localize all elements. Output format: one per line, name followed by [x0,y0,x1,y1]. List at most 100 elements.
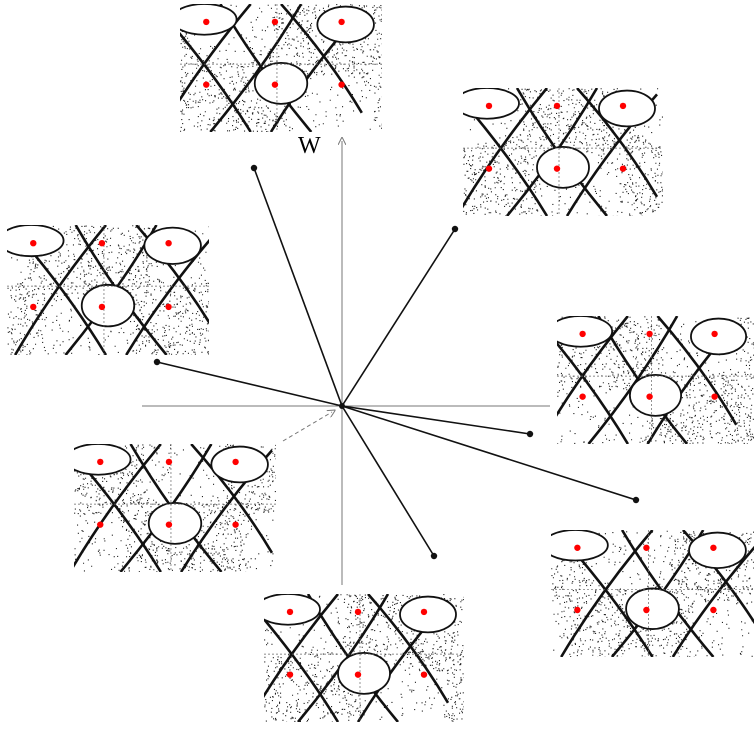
panel-2 [463,88,663,216]
red-point [643,544,650,551]
red-point [711,330,718,338]
red-point [420,608,428,616]
ray-line-1 [253,167,343,407]
red-point [643,606,650,614]
ray-endpoint-4 [526,430,534,438]
red-point [711,393,718,400]
ray-line-5 [341,405,637,501]
red-point [553,102,561,110]
ray-endpoint-1 [250,164,258,172]
panel-7 [264,594,464,722]
rays [153,164,640,560]
red-point [553,165,561,172]
island-lobe [147,501,203,545]
separatrix-band [576,88,659,198]
red-point [30,240,37,247]
ray-line-4 [341,405,531,435]
separatrix-band [557,316,629,417]
red-point [232,521,239,528]
separatrix-band [656,316,738,426]
red-point [286,671,294,678]
island-lobe [551,530,609,562]
red-point [286,608,294,616]
ray-endpoint-6 [430,552,438,560]
ray-line-2 [341,228,456,407]
red-point [574,544,581,551]
separatrix-band [264,617,340,722]
ray-endpoint-3 [153,358,161,366]
red-point [165,240,172,247]
island-lobe [536,145,590,189]
island-lobe [557,316,614,348]
red-point [579,330,586,338]
island-lobe [628,373,683,417]
red-point [574,606,581,614]
separatrix-band [560,530,654,657]
red-point [271,81,279,88]
red-point [98,303,106,311]
red-point [338,81,345,88]
separatrix-band [557,341,630,444]
red-point [354,671,362,678]
panel-6 [551,530,754,657]
red-point [203,81,210,88]
red-point [165,303,172,311]
red-point [710,544,717,551]
red-point [485,102,493,110]
island-lobe [253,61,309,105]
panel-1 [180,4,382,132]
w-axis-label: W [298,133,321,159]
red-point [485,165,493,172]
ray-line-3 [156,361,343,407]
red-point [420,671,428,678]
red-point [232,458,239,466]
separatrix-band [74,444,162,568]
center-point [339,403,345,409]
panel-3 [7,225,209,355]
red-point [710,606,717,614]
panel-4 [557,316,754,444]
island-lobe [316,5,375,44]
island-lobe [80,283,136,328]
red-point [338,18,345,26]
red-point [97,458,104,466]
island-lobe [688,531,747,569]
island-lobe [74,444,132,476]
island-lobe [143,226,202,265]
island-lobe [180,4,238,36]
separatrix-band [671,545,754,657]
red-point [619,165,627,172]
red-point [98,240,106,247]
separatrix-band [264,594,340,698]
island-lobe [7,225,65,258]
speckle-field [557,316,754,444]
separatrix-band [367,594,450,704]
red-point [271,18,279,26]
island-lobe [463,88,520,120]
speckle-field [264,594,464,722]
red-point [579,393,586,400]
separatrix-band [125,238,209,355]
separatrix-band [463,88,549,209]
separatrix-band [190,444,274,554]
red-point [165,521,173,528]
island-lobe [337,651,391,695]
separatrix-band [280,4,363,114]
island-lobe [210,445,269,484]
red-point [354,608,362,616]
red-point [97,521,104,528]
panel-5 [74,444,276,572]
ray-endpoint-2 [451,225,459,233]
ray-endpoint-5 [632,496,640,504]
island-lobe [690,317,748,356]
separatrix-band [13,225,107,355]
ray-line-6 [341,405,435,557]
dashed-arrow [282,412,332,442]
island-lobe [598,89,656,128]
panels [7,4,754,722]
red-point [30,303,37,311]
island-lobe [264,594,321,626]
separatrix-band [180,4,252,102]
